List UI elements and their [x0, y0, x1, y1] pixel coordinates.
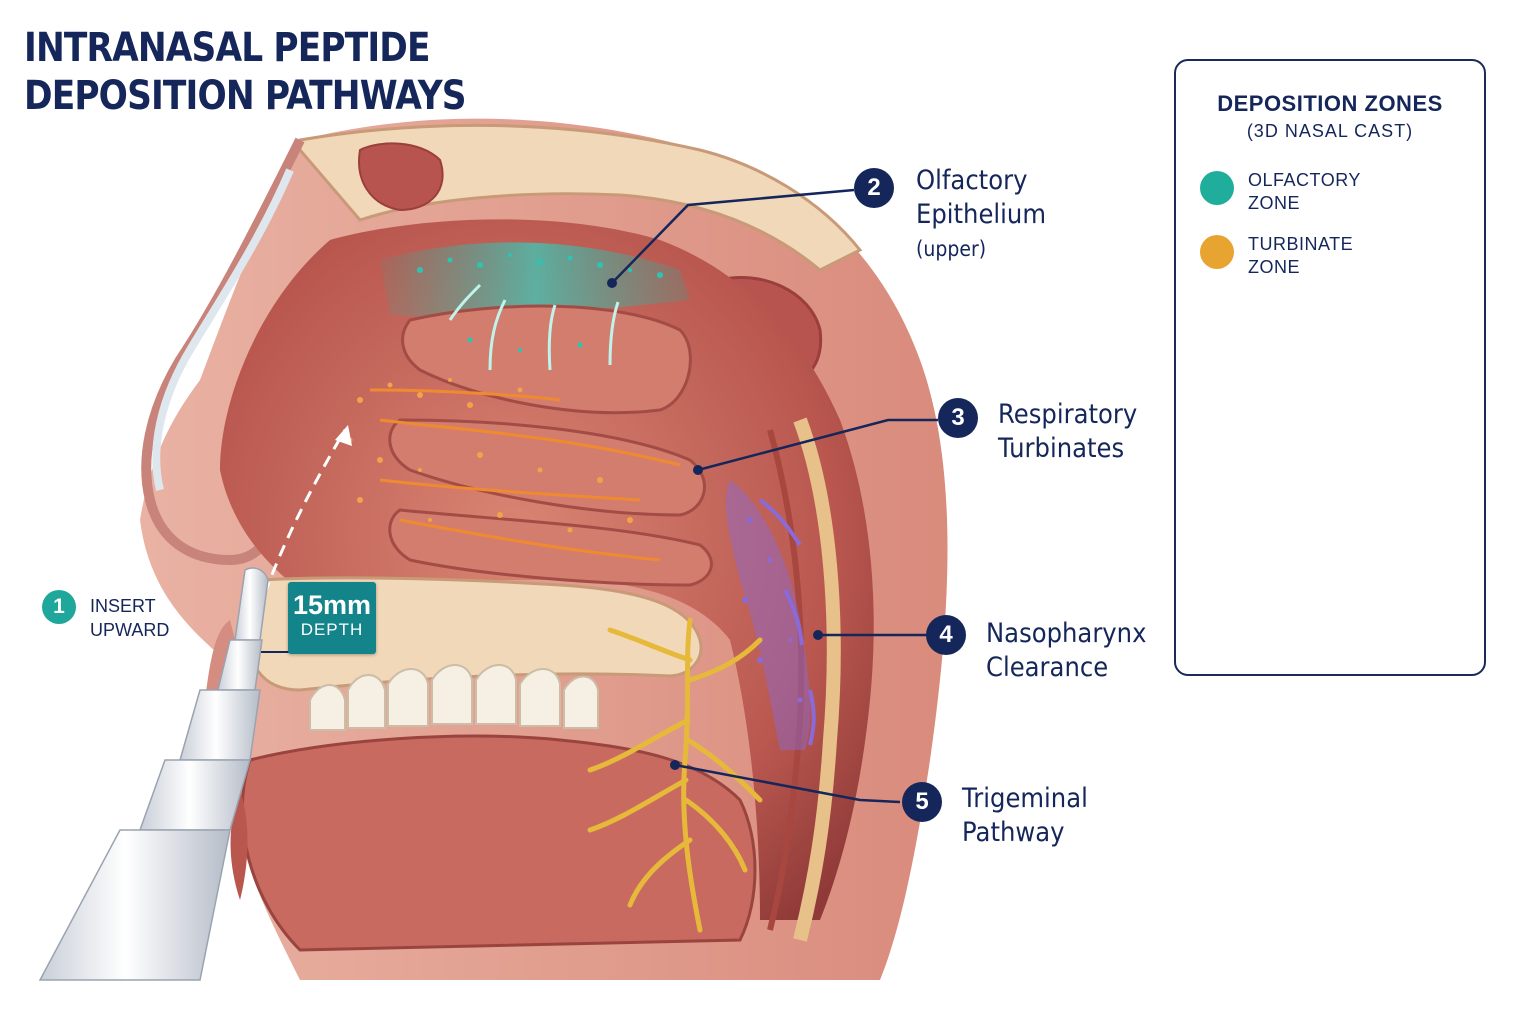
deposition-zones-panel: DEPOSITION ZONES (3D NASAL CAST) OLFACTO… — [1174, 59, 1486, 676]
nose-profile — [141, 137, 305, 566]
callout-leaders — [611, 188, 938, 804]
page-title: INTRANASAL PEPTIDE DEPOSITION PATHWAYS — [24, 24, 467, 120]
step-3-label: Respiratory Turbinates — [998, 398, 1137, 466]
step-3-label-line-1: Respiratory — [998, 399, 1138, 430]
legend-olfactory-line-1: OLFACTORY — [1248, 170, 1361, 190]
legend-olfactory-line-2: ZONE — [1248, 193, 1301, 213]
nasopharynx-region — [725, 480, 811, 750]
teeth — [309, 664, 599, 731]
callout-olfactory-epithelium: 2 Olfactory Epithelium (upper) — [854, 165, 1060, 266]
legend-title: DEPOSITION ZONES — [1217, 91, 1443, 116]
pharynx-wall — [793, 417, 841, 942]
trajectory-arrowhead — [335, 425, 352, 446]
callout-respiratory-turbinates: 3 Respiratory Turbinates — [938, 398, 1153, 466]
nasal-cartilage — [152, 168, 294, 491]
step-5-label-line-2: Pathway — [962, 817, 1065, 848]
step-2-badge: 2 — [854, 168, 894, 208]
tongue — [240, 734, 757, 952]
depth-label: DEPTH — [300, 620, 364, 639]
legend-item-turbinate: TURBINATE ZONE — [1200, 233, 1353, 279]
clearance-arrows — [758, 498, 816, 746]
turbinate-particles — [347, 378, 633, 533]
legend-turbinate-label: TURBINATE ZONE — [1248, 233, 1353, 279]
turbinate-spray — [369, 388, 681, 562]
step-4-label: Nasopharynx Clearance — [986, 617, 1146, 685]
olfactory-region — [380, 242, 690, 317]
olfactory-particles — [417, 253, 663, 352]
depth-marker: 15mm DEPTH — [288, 582, 376, 654]
olfactory-arrows — [448, 283, 620, 371]
step-4-label-line-1: Nasopharynx — [986, 618, 1147, 649]
step-1-label: INSERT UPWARD — [90, 594, 169, 642]
step-1-label-line-2: UPWARD — [90, 620, 170, 640]
step-4-label-line-2: Clearance — [986, 652, 1109, 683]
step-1-badge: 1 — [42, 590, 76, 624]
step-3-label-line-2: Turbinates — [998, 433, 1125, 464]
depth-value: 15mm — [292, 590, 372, 620]
step-2-label-line-3: (upper) — [916, 237, 987, 261]
trigeminal-nerve — [587, 617, 763, 933]
leader-dots — [607, 278, 823, 770]
middle-turbinate — [388, 418, 706, 517]
legend-subtitle: (3D NASAL CAST) — [1246, 121, 1414, 141]
step-5-label: Trigeminal Pathway — [962, 782, 1088, 850]
lower-lip — [230, 790, 248, 900]
legend-olfactory-label: OLFACTORY ZONE — [1248, 169, 1361, 215]
olfactory-swatch — [1200, 171, 1234, 205]
title-line-1: INTRANASAL PEPTIDE — [24, 25, 430, 71]
nasopharynx-particles — [742, 517, 803, 703]
legend-turbinate-line-2: ZONE — [1248, 257, 1301, 277]
step-2-label-line-1: Olfactory — [916, 165, 1028, 196]
turbinate-swatch — [1200, 235, 1234, 269]
nasal-spray-bottle — [38, 567, 269, 981]
step-2-label: Olfactory Epithelium (upper) — [916, 164, 1046, 266]
callout-trigeminal-pathway: 5 Trigeminal Pathway — [902, 782, 1102, 850]
title-line-2: DEPOSITION PATHWAYS — [24, 73, 467, 119]
step-5-label-line-1: Trigeminal — [962, 783, 1088, 814]
pharynx-wall-inner — [767, 429, 805, 931]
step-5-badge: 5 — [902, 782, 942, 822]
step-3-badge: 3 — [938, 398, 978, 438]
frontal-sinus — [358, 142, 444, 212]
callout-nasopharynx-clearance: 4 Nasopharynx Clearance — [926, 615, 1164, 685]
callout-insert-upward: 1 INSERT UPWARD — [42, 590, 169, 642]
superior-turbinate — [401, 304, 692, 415]
legend-turbinate-line-1: TURBINATE — [1248, 234, 1354, 254]
step-4-badge: 4 — [926, 615, 966, 655]
step-2-label-line-2: Epithelium — [916, 199, 1046, 230]
step-1-label-line-1: INSERT — [90, 596, 156, 616]
legend-item-olfactory: OLFACTORY ZONE — [1200, 169, 1361, 215]
